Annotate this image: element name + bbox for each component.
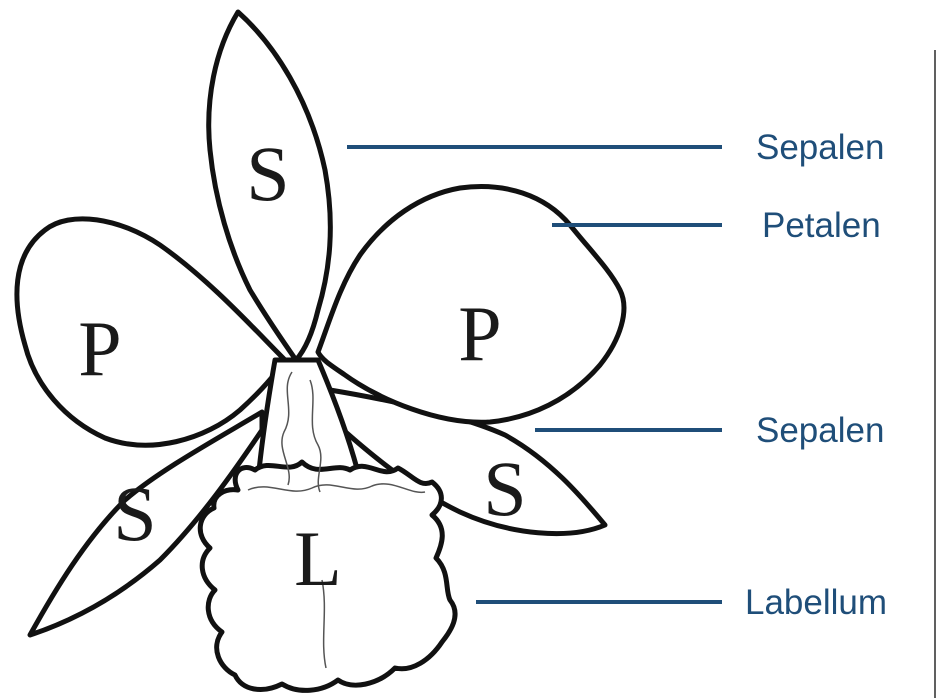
right-petal-letter: P <box>458 290 501 377</box>
left-lateral-sepal-letter: S <box>113 470 156 557</box>
left-petal-letter: P <box>78 305 121 392</box>
label-labellum: Labellum <box>745 583 887 622</box>
label-sepals-top: Sepalen <box>756 128 884 167</box>
labellum-letter: L <box>294 515 342 602</box>
dorsal-sepal-letter: S <box>246 130 289 217</box>
right-lateral-sepal-letter: S <box>483 445 526 532</box>
label-petals: Petalen <box>762 206 881 245</box>
label-sepals-lower: Sepalen <box>756 411 884 450</box>
